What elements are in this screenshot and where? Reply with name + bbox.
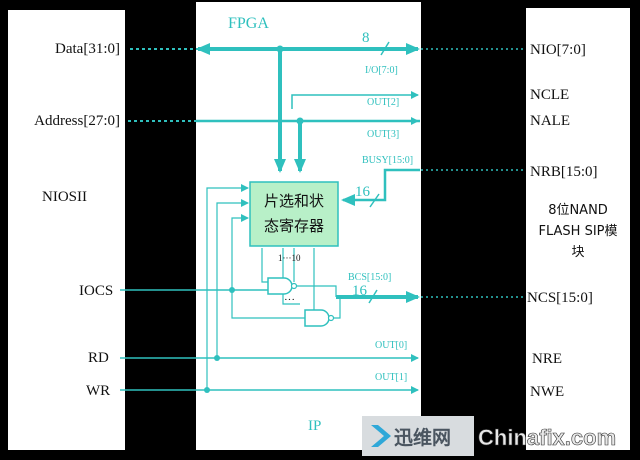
chinafix-logo-icon [371, 425, 391, 447]
pin-nwe: NWE [530, 384, 564, 400]
busy-width: 16 [355, 184, 371, 200]
fpga-title: FPGA [228, 15, 269, 32]
out2-line [291, 91, 419, 109]
pin-nale: NALE [530, 113, 570, 129]
nand-name-line2: FLASH SIP模 [539, 224, 618, 239]
register-label-line1: 片选和状 [264, 192, 324, 210]
register-label-line2: 态寄存器 [264, 217, 324, 235]
watermark-brand-en: Chinafix.com [478, 425, 616, 450]
out1-label: OUT[1] [375, 372, 407, 383]
watermark-brand-cn: 迅维网 [394, 426, 451, 449]
nand-name-line3: 块 [571, 245, 584, 260]
pin-iocs: IOCS [79, 283, 113, 299]
io-label: I/O[7:0] [365, 65, 398, 76]
gate-index-label: 1···10 [278, 253, 301, 263]
pin-address: Address[27:0] [34, 113, 120, 129]
bcs-label: BCS[15:0] [348, 272, 391, 283]
pin-nrb: NRB[15:0] [530, 164, 598, 180]
busy-line [341, 168, 420, 206]
ip-label: IP [308, 418, 321, 434]
pin-data: Data[31:0] [55, 41, 120, 57]
and-gate-1 [267, 277, 293, 295]
watermark: 迅维网 Chinafix.com [362, 416, 616, 456]
pin-nio: NIO[7:0] [530, 42, 586, 58]
out0-label: OUT[0] [375, 340, 407, 351]
pin-nre: NRE [532, 351, 562, 367]
pin-ncs: NCS[15:0] [527, 290, 593, 306]
gate-ellipsis: ··· [284, 294, 295, 306]
busy-label: BUSY[15:0] [362, 155, 413, 166]
pin-wr: WR [86, 383, 110, 399]
nand-panel [526, 8, 630, 450]
pin-ncle: NCLE [530, 87, 569, 103]
out2-label: OUT[2] [367, 97, 399, 108]
out3-label: OUT[3] [367, 129, 399, 140]
io-width: 8 [362, 30, 370, 46]
nand-name-line1: 8位NAND [548, 203, 608, 218]
pin-rd: RD [88, 350, 109, 366]
niosii-name: NIOSII [42, 189, 87, 205]
and-gate-2 [304, 309, 330, 327]
chip-select-status-register [249, 181, 339, 247]
niosii-panel [8, 10, 125, 450]
bcs-width: 16 [352, 283, 368, 299]
